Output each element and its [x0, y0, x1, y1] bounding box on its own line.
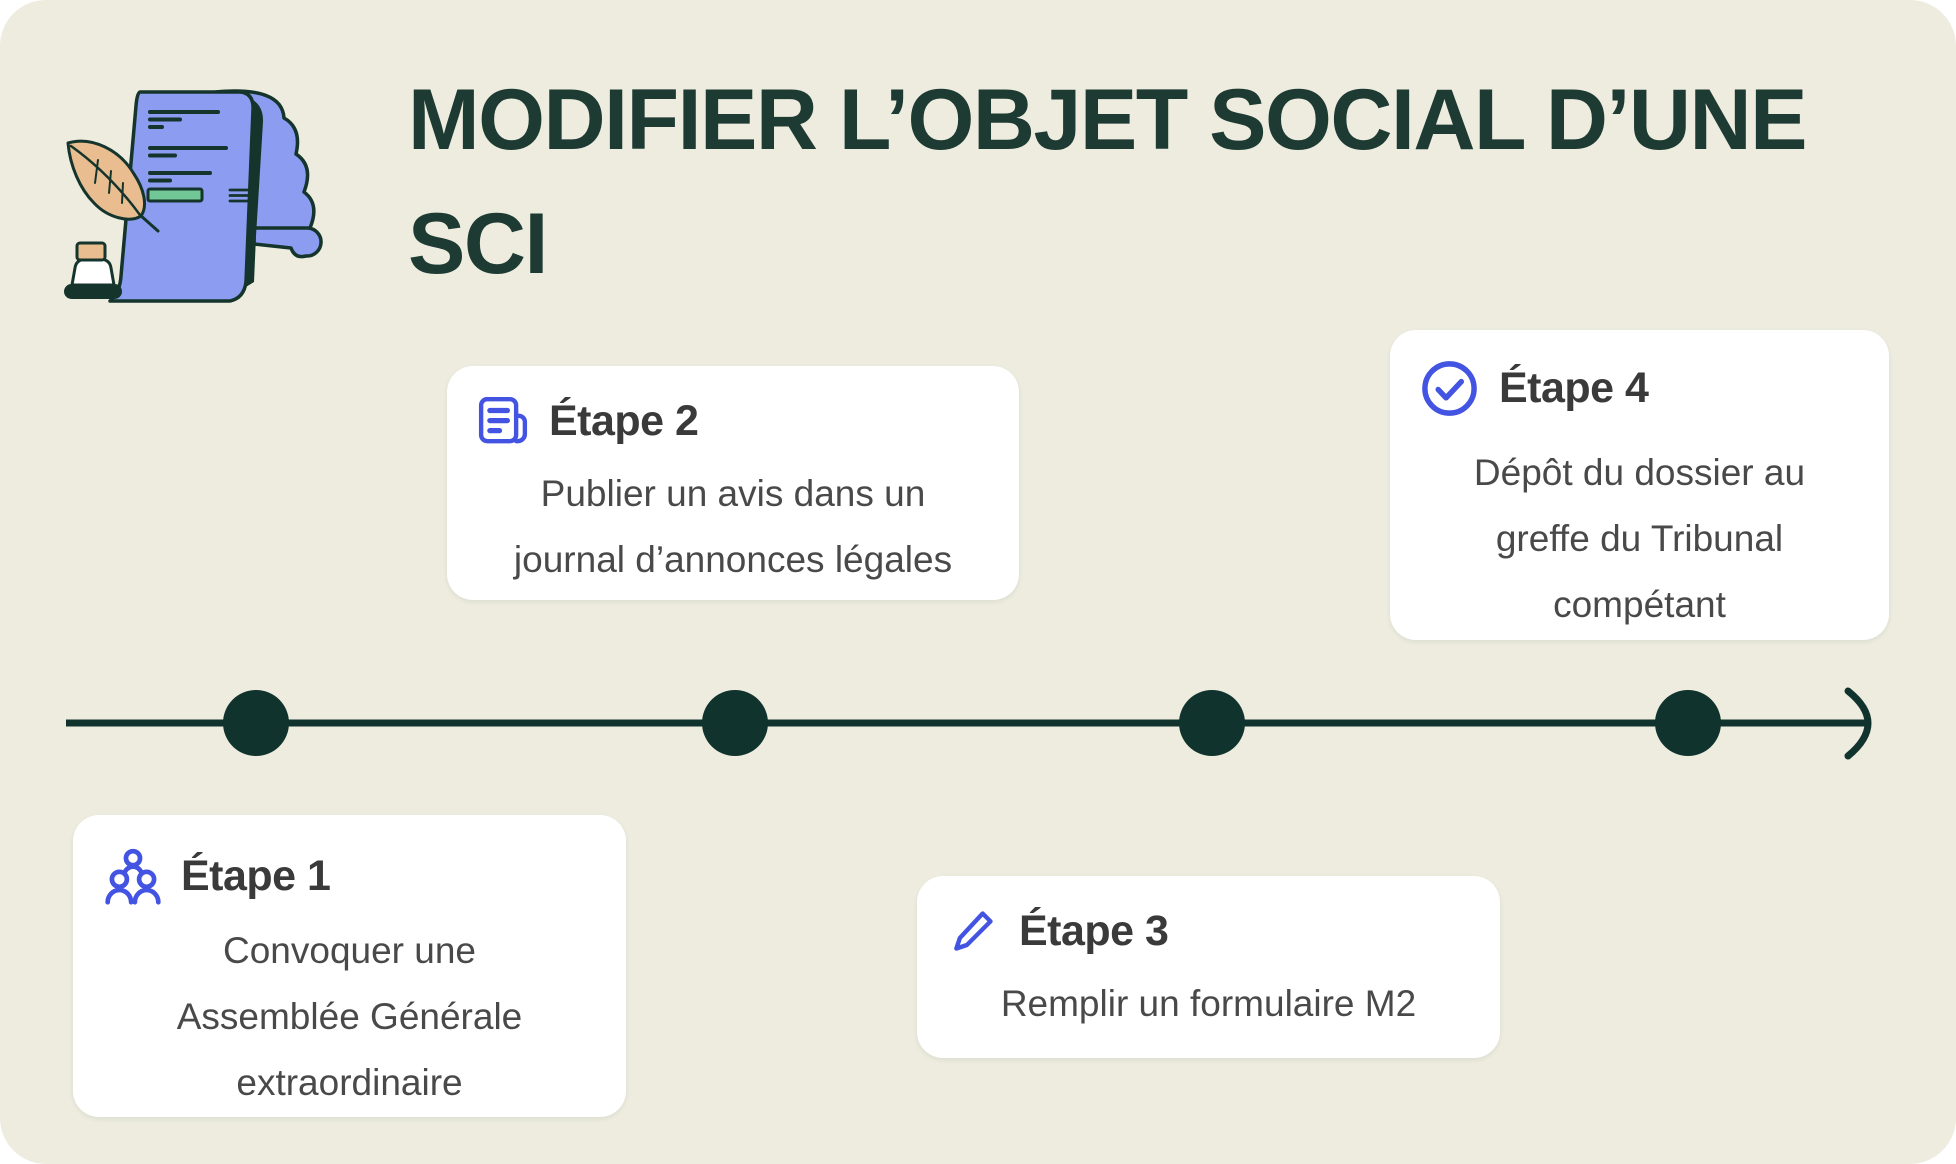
step-2-description: Publier un avis dans un journal d’annonc…: [447, 461, 1019, 593]
step-1-line2: Assemblée Générale: [176, 996, 523, 1037]
step-card-1: Étape 1 Convoquer une Assemblée Générale…: [73, 815, 626, 1117]
step-3-header: Étape 3: [917, 876, 1500, 959]
step-1-header: Étape 1: [73, 815, 626, 906]
step-4-header: Étape 4: [1390, 330, 1889, 420]
timeline-dot-1: [223, 690, 289, 756]
step-1-description: Convoquer une Assemblée Générale extraor…: [73, 918, 626, 1116]
step-1-label: Étape 1: [181, 851, 331, 900]
timeline-arrow-icon: [1844, 687, 1872, 760]
page-title-line2: SCI: [408, 196, 548, 292]
timeline-dot-3: [1179, 690, 1245, 756]
feather-quill: [66, 139, 160, 233]
step-card-3: Étape 3 Remplir un formulaire M2: [917, 876, 1500, 1058]
step-3-label: Étape 3: [1019, 906, 1169, 955]
step-2-line2: journal d’annonces légales: [513, 539, 953, 580]
pencil-icon: [945, 903, 1001, 959]
timeline: [66, 687, 1872, 760]
timeline-dot-2: [702, 690, 768, 756]
step-card-4: Étape 4 Dépôt du dossier au greffe du Tr…: [1390, 330, 1889, 640]
page-title: MODIFIER L’OBJET SOCIAL D’UNE SCI: [408, 58, 1908, 306]
step-4-line3: compétant: [1553, 584, 1726, 625]
newspaper-icon: [475, 393, 531, 449]
step-2-header: Étape 2: [447, 366, 1019, 449]
page-title-line1: MODIFIER L’OBJET SOCIAL D’UNE: [408, 72, 1807, 168]
step-3-description: Remplir un formulaire M2: [917, 971, 1500, 1037]
people-group-icon: [103, 846, 163, 906]
step-4-line1: Dépôt du dossier au: [1473, 452, 1806, 493]
step-1-line3: extraordinaire: [236, 1062, 463, 1103]
step-1-line1: Convoquer une: [222, 930, 477, 971]
scroll-quill-illustration: [64, 89, 323, 303]
step-3-line1: Remplir un formulaire M2: [1000, 983, 1417, 1024]
check-circle-icon: [1418, 357, 1481, 420]
inkwell: [64, 241, 122, 299]
step-4-description: Dépôt du dossier au greffe du Tribunal c…: [1390, 440, 1889, 638]
step-2-line1: Publier un avis dans un: [540, 473, 926, 514]
timeline-dot-4: [1655, 690, 1721, 756]
step-2-label: Étape 2: [549, 396, 699, 445]
step-card-2: Étape 2 Publier un avis dans un journal …: [447, 366, 1019, 600]
step-4-line2: greffe du Tribunal: [1495, 518, 1784, 559]
step-4-label: Étape 4: [1499, 364, 1649, 412]
